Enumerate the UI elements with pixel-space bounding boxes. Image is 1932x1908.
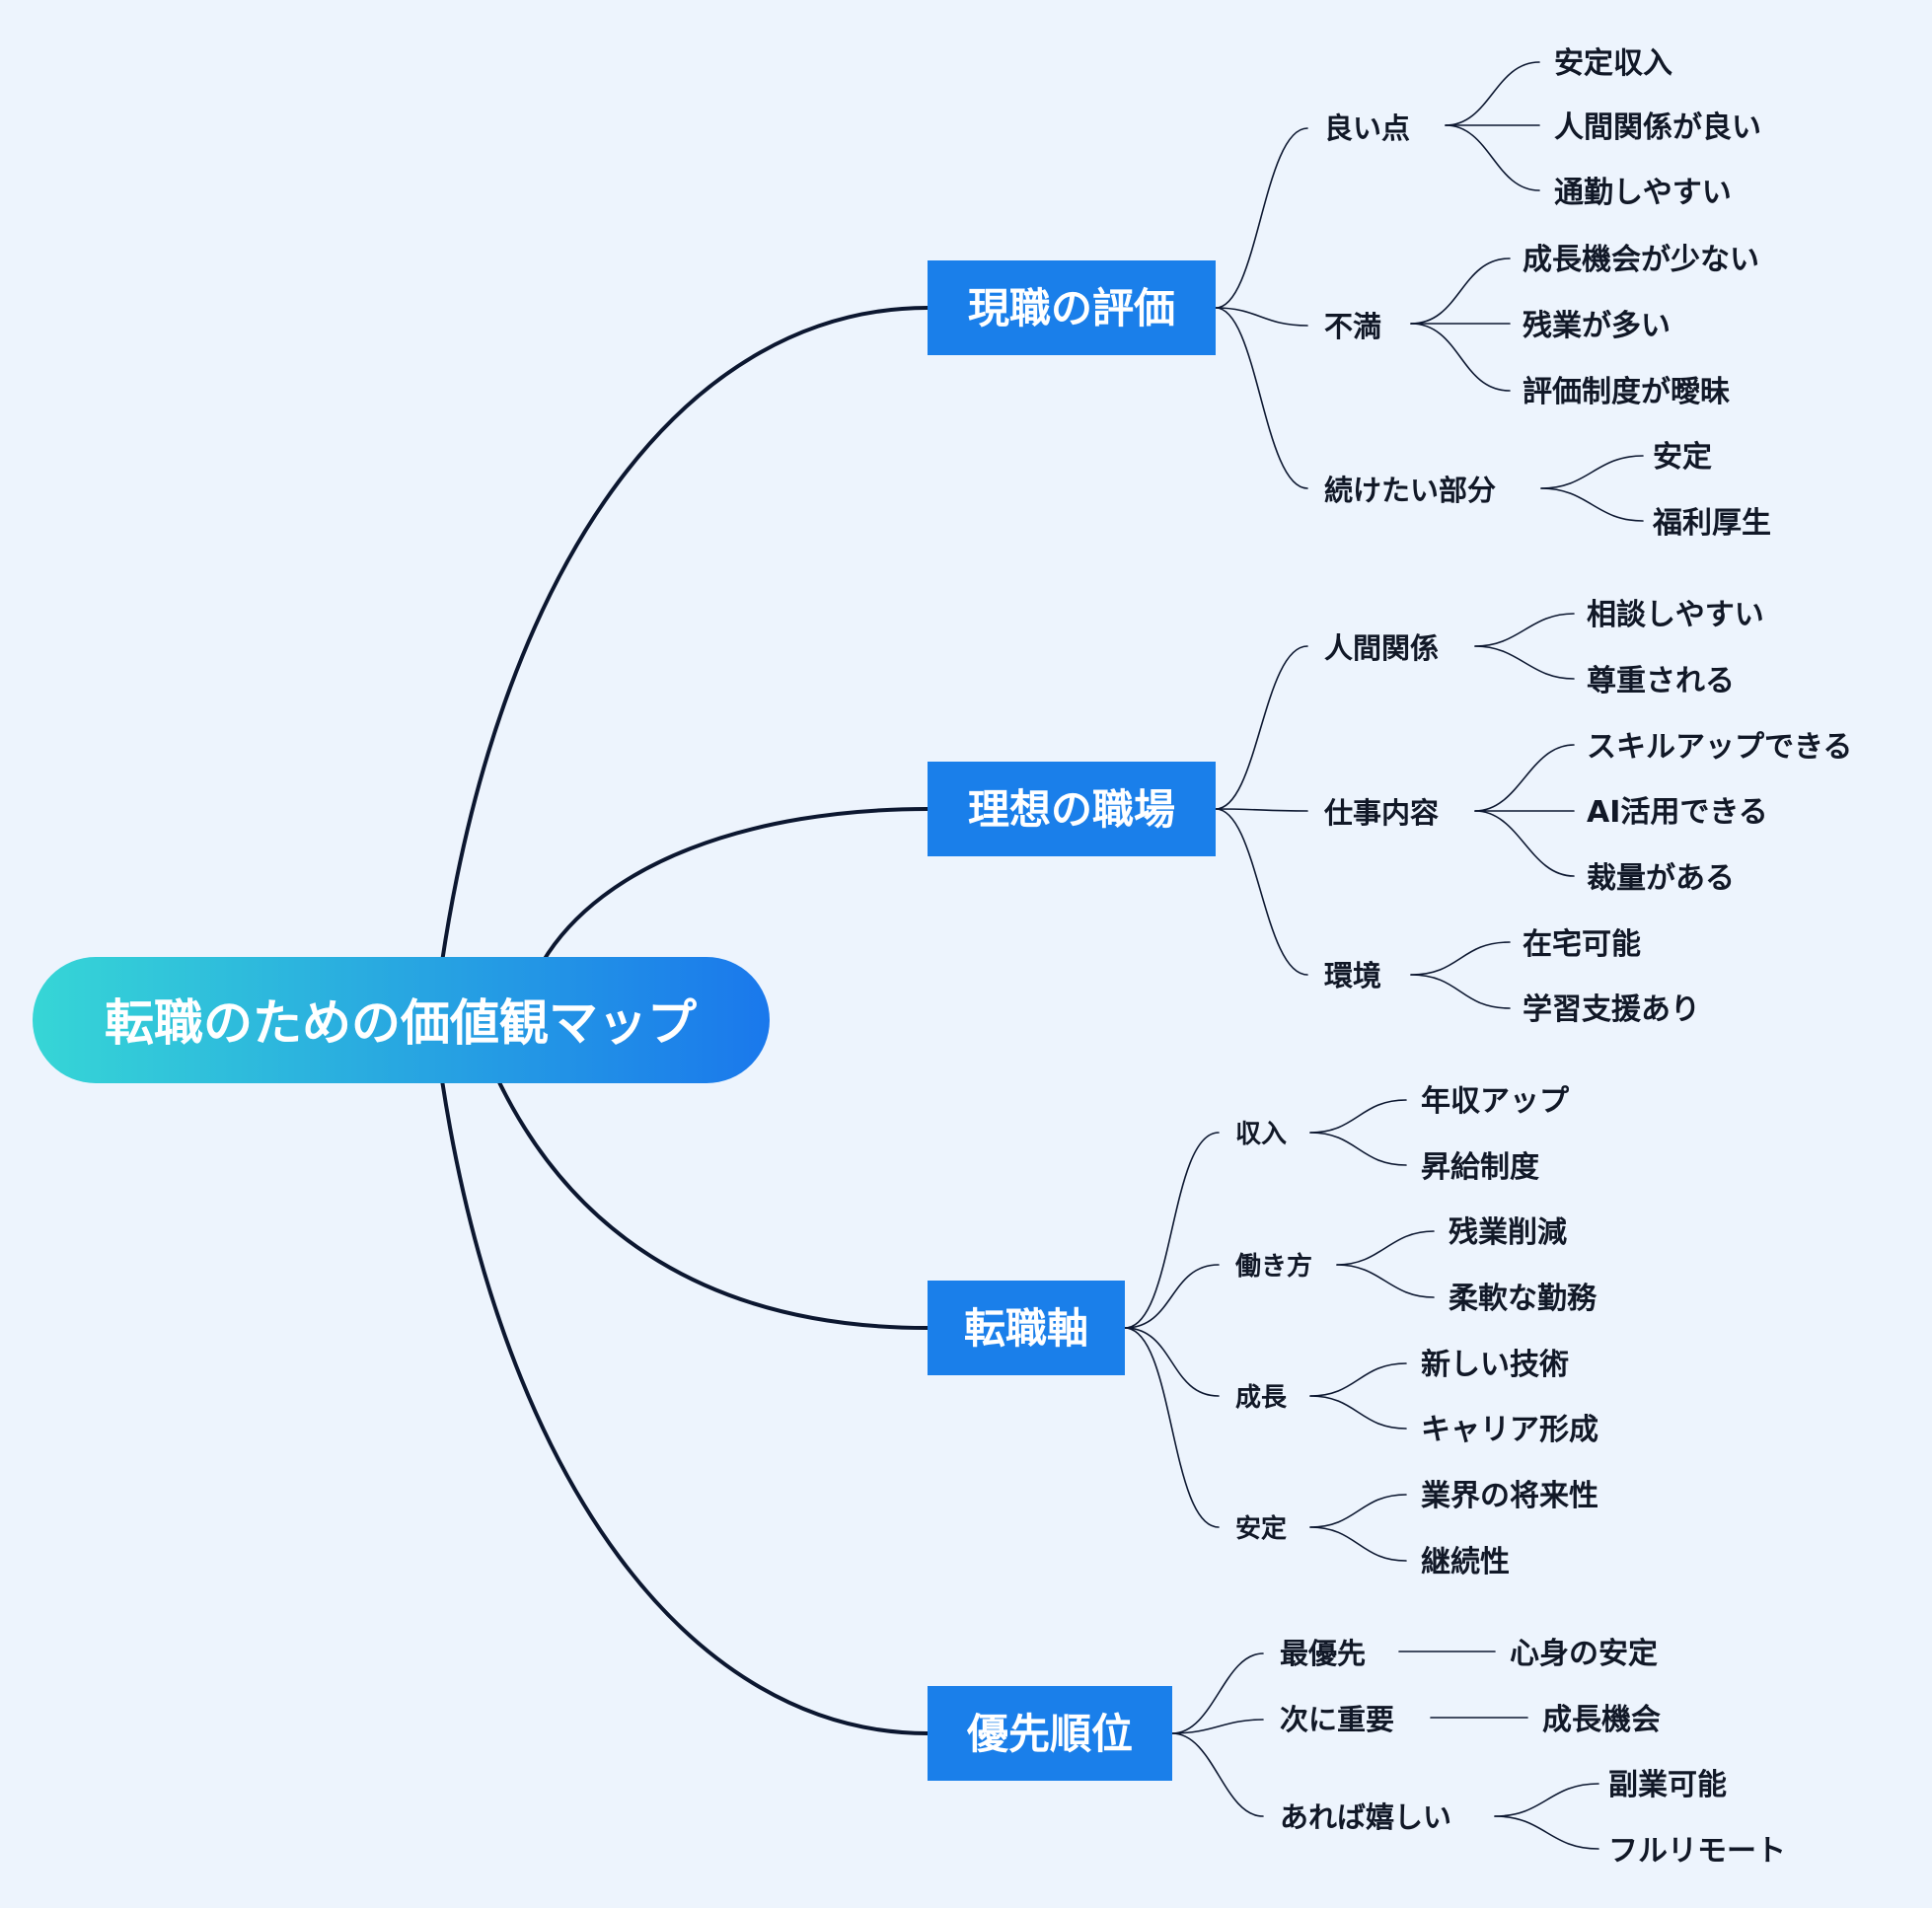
leaf-label: キャリア形成 [1421, 1413, 1598, 1447]
root-connectors [440, 306, 929, 1735]
branch-node-shape [928, 1686, 1172, 1781]
branch-node-3: 転職軸 [928, 1281, 1125, 1375]
sub-topic-label: 最優先 [1280, 1637, 1366, 1670]
leaf-label: AI活用できる [1587, 795, 1768, 830]
leaves: 安定収入 人間関係が良い 通勤しやすい 成長機会が少ない 残業が多い 評価制度が… [1421, 46, 1852, 1869]
branch-node-shape [928, 260, 1216, 355]
leaf-label: 業界の将来性 [1421, 1479, 1598, 1513]
branch-node-label: 優先順位 [966, 1710, 1133, 1758]
sub-topic-label: 収入 [1235, 1120, 1287, 1149]
sub-topic-label: 不満 [1324, 310, 1381, 343]
branch-node-shape [928, 1281, 1125, 1375]
connector-root-branch-3 [496, 1078, 929, 1330]
leaf-label: 昇給制度 [1421, 1150, 1539, 1185]
leaf-label: 成長機会 [1542, 1703, 1661, 1737]
leaf-label: 残業削減 [1449, 1215, 1567, 1250]
root-node-shape [33, 957, 770, 1083]
connector-root-branch-1 [440, 306, 929, 964]
sub-topic-label: 仕事内容 [1323, 796, 1439, 830]
leaf-label: 学習支援あり [1523, 992, 1700, 1027]
sub-topic-label: 次に重要 [1280, 1703, 1394, 1736]
branch-node-label: 転職軸 [964, 1304, 1088, 1353]
leaf-label: 人間関係が良い [1554, 110, 1761, 145]
leaf-label: 柔軟な勤務 [1449, 1282, 1598, 1316]
branch-connectors [1124, 127, 1308, 1817]
leaf-label: 尊重される [1587, 664, 1735, 698]
leaf-label: 評価制度が曖昧 [1523, 375, 1731, 409]
branch-node-1: 現職の評価 [928, 260, 1216, 355]
branch-node-label: 現職の評価 [968, 284, 1175, 332]
leaf-label: 裁量がある [1587, 861, 1735, 896]
leaf-label: 在宅可能 [1523, 927, 1641, 962]
sub-topic-label: 安定 [1235, 1513, 1287, 1544]
sub-topic-label: 環境 [1324, 959, 1381, 992]
leaf-label: 通勤しやすい [1554, 176, 1732, 210]
leaf-label: 年収アップ [1421, 1084, 1570, 1119]
leaf-label: 残業が多い [1523, 309, 1671, 343]
leaf-label: スキルアップできる [1587, 730, 1852, 765]
leaf-label: 新しい技術 [1421, 1348, 1569, 1382]
sub-topic-label: 良い点 [1324, 111, 1410, 145]
sub-topic-label: 働き方 [1234, 1251, 1312, 1282]
root-node-label: 転職のための価値観マップ [105, 994, 697, 1052]
branch-node-shape [928, 762, 1216, 856]
leaf-label: 安定収入 [1554, 46, 1672, 81]
connector-root-branch-2 [541, 807, 929, 964]
leaf-label: 成長機会が少ない [1523, 243, 1759, 277]
branch-node-4: 優先順位 [928, 1686, 1172, 1781]
leaf-connectors [1309, 61, 1644, 1850]
sub-topic-label: 成長 [1235, 1383, 1288, 1413]
sub-topic-label: 続けたい部分 [1324, 474, 1496, 507]
leaf-label: 安定 [1653, 440, 1712, 475]
leaf-label: 継続性 [1421, 1545, 1510, 1579]
branch-node-label: 理想の職場 [968, 785, 1175, 834]
branch-node-2: 理想の職場 [928, 762, 1216, 856]
leaf-label: 心身の安定 [1510, 1637, 1658, 1671]
connector-root-branch-4 [440, 1078, 929, 1735]
sub-topic-label: 人間関係 [1324, 631, 1439, 665]
leaf-label: フルリモート [1608, 1834, 1786, 1869]
sub-topics: 良い点 不満 続けたい部分 人間関係 仕事内容 環境 収入 働き方 成長 安定 … [1234, 111, 1496, 1834]
leaf-label: 相談しやすい [1587, 598, 1764, 632]
root-node: 転職のための価値観マップ [33, 957, 770, 1083]
sub-topic-label: あれば嬉しい [1280, 1800, 1451, 1834]
leaf-label: 福利厚生 [1652, 506, 1771, 541]
leaf-label: 副業可能 [1608, 1768, 1727, 1802]
